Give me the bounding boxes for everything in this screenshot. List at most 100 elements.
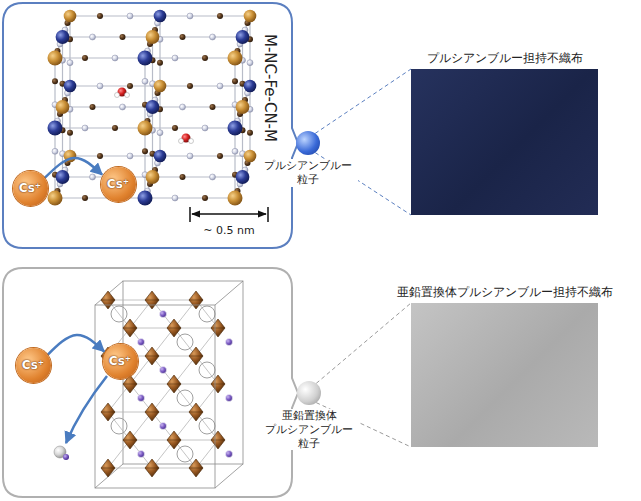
lattice-bond [234, 58, 235, 128]
iron-atom [154, 80, 167, 93]
fabric-sample: プルシアンブルー担持不織布 [411, 50, 598, 215]
metal-atom [236, 170, 250, 184]
carbon-atom [157, 60, 163, 66]
nitrogen-atom [90, 34, 96, 40]
iron-atom [228, 51, 243, 66]
cation-atom [226, 339, 233, 346]
octahedron-edge [189, 412, 203, 413]
lattice-bond [54, 128, 55, 198]
metal-atom [138, 51, 153, 66]
carbon-atom [247, 130, 253, 136]
octahedron-edge [145, 412, 159, 413]
lattice-bond [63, 36, 153, 37]
octahedron-edge [211, 328, 225, 329]
iron-octahedron [167, 375, 181, 393]
lattice-bond [54, 58, 55, 128]
lattice-bond [55, 57, 145, 58]
ion-label: Cs⁺ [107, 177, 129, 191]
dimension-tick [189, 207, 191, 222]
lattice-bond [145, 127, 235, 128]
zoom-guide [315, 69, 411, 215]
iron-atom [244, 150, 257, 163]
lattice-bond [145, 57, 235, 58]
metal-atom [146, 100, 160, 114]
iron-octahedron [167, 431, 181, 449]
water-hydrogen [125, 93, 130, 98]
nitrogen-atom [172, 195, 178, 201]
nitrogen-atom [202, 125, 208, 131]
nitrogen-atom [142, 78, 148, 84]
nitrogen-atom [247, 60, 253, 66]
nitrogen-atom [112, 55, 118, 61]
lattice-bond [55, 197, 145, 198]
carbon-atom [232, 78, 238, 84]
sample-title: プルシアンブルー担持不織布 [427, 50, 583, 67]
unit-cell-edge [215, 281, 243, 305]
cesium-ion: Cs⁺ [16, 348, 51, 383]
lattice-bond [152, 107, 153, 177]
metal-atom [64, 80, 77, 93]
octahedron-edge [123, 328, 137, 329]
octahedron-edge [211, 384, 225, 385]
ion-label: Cs⁺ [109, 354, 131, 368]
lattice-bond [55, 127, 145, 128]
iron-atom [64, 10, 77, 23]
octahedron-edge [145, 300, 159, 301]
octahedron-edge [189, 356, 203, 357]
octahedron-edge [101, 300, 115, 301]
dimension-line [192, 213, 266, 215]
octahedron-edge [101, 468, 115, 469]
octahedron-edge [211, 440, 225, 441]
nitrogen-atom [52, 148, 58, 154]
carbon-atom [112, 125, 118, 131]
carbon-atom [82, 55, 88, 61]
iron-octahedron [189, 459, 203, 477]
nitrogen-atom [120, 104, 126, 110]
nitrogen-atom [187, 153, 193, 159]
lattice-bond [153, 106, 243, 107]
nitrogen-atom [67, 60, 73, 66]
zinc-ring [199, 418, 215, 434]
nitrogen-atom [127, 153, 133, 159]
cesium-ion: Cs⁺ [13, 171, 48, 206]
iron-atom [244, 10, 257, 23]
lattice-bond [70, 155, 160, 156]
octahedron-edge [145, 468, 159, 469]
lattice-bond [159, 86, 160, 156]
carbon-atom [217, 153, 223, 159]
zinc-ring [177, 334, 193, 350]
octahedron-edge [123, 384, 137, 385]
lattice-bond [63, 106, 153, 107]
cation-atom [138, 451, 145, 458]
carbon-atom [187, 83, 193, 89]
octahedron-edge [167, 384, 181, 385]
iron-atom [236, 100, 250, 114]
particle-label: プルシアンブルー 粒子 [258, 159, 358, 187]
carbon-atom [82, 195, 88, 201]
octahedron-edge [101, 412, 115, 413]
lattice-bond [242, 107, 243, 177]
lattice-bond [160, 15, 250, 16]
unit-cell-edge [95, 305, 215, 488]
iron-octahedron [123, 431, 137, 449]
metal-atom [154, 10, 167, 23]
nitrogen-atom [82, 125, 88, 131]
water-hydrogen [179, 139, 184, 144]
nitrogen-atom [90, 174, 96, 180]
particle-sphere [296, 131, 320, 155]
carbon-atom [180, 174, 186, 180]
cation-atom [160, 423, 167, 430]
callout-panel [3, 3, 298, 248]
particle-icon: 亜鉛置換体 プルシアンブルー 粒子 [259, 381, 359, 450]
carbon-atom [120, 34, 126, 40]
iron-octahedron [189, 403, 203, 421]
octahedron-edge [145, 356, 159, 357]
cesium-ion: Cs⁺ [101, 167, 136, 202]
released-atom [63, 454, 69, 460]
iron-octahedron [145, 347, 159, 365]
ion-label: Cs⁺ [19, 181, 41, 195]
unit-cell-edge [123, 281, 243, 464]
carbon-atom [52, 78, 58, 84]
lattice-bond [70, 85, 160, 86]
